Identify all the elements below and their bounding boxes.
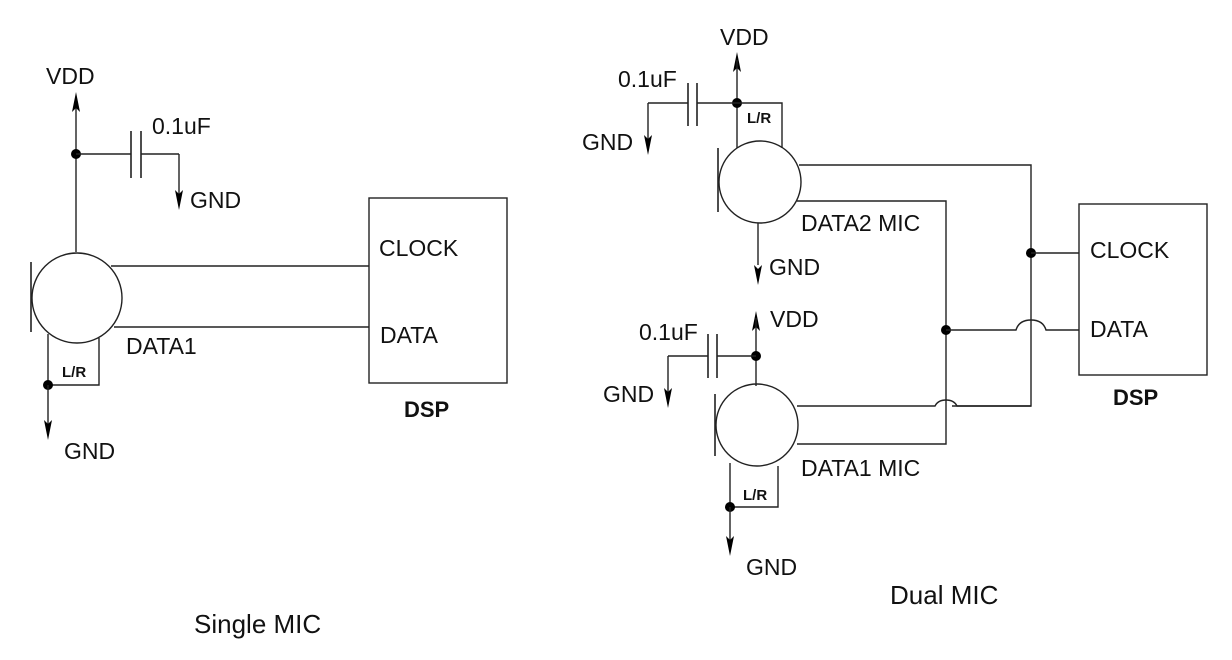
- lr-pin: [729, 463, 779, 508]
- top-gnd-label: GND: [769, 254, 820, 280]
- dsp-block: CLOCK DATA DSP: [368, 197, 508, 422]
- dsp-title: DSP: [404, 397, 449, 422]
- caption-dual-mic: Dual MIC: [890, 580, 998, 610]
- capacitor-value: 0.1uF: [152, 113, 211, 139]
- microphone-symbol: [30, 252, 123, 344]
- capacitor: [647, 83, 737, 145]
- data-bus-wire: [797, 200, 947, 445]
- dsp-block: CLOCK DATA DSP: [1078, 203, 1208, 410]
- mic-label: DATA1: [126, 333, 197, 359]
- capacitor: [667, 334, 756, 396]
- microphone-symbol: [714, 383, 799, 467]
- top-cap-value: 0.1uF: [618, 66, 677, 92]
- bottom-mic-label: DATA1 MIC: [801, 455, 920, 481]
- mic-gnd-label: GND: [64, 438, 115, 464]
- lr-pin: L/R: [47, 334, 100, 386]
- gnd-arrow-icon: [726, 536, 734, 556]
- gnd-arrow-icon: [754, 265, 762, 285]
- capacitor: [76, 131, 180, 200]
- dsp-data-wire: [946, 319, 1079, 331]
- bottom-lr-label: L/R: [743, 487, 767, 504]
- gnd-arrow-icon: [664, 388, 672, 408]
- gnd-arrow-icon: [644, 135, 652, 155]
- cap-gnd-label: GND: [190, 187, 241, 213]
- dsp-pin-data: DATA: [1090, 316, 1149, 342]
- dsp-pin-clock: CLOCK: [379, 235, 459, 261]
- bottom-clock-wire: [797, 399, 1031, 407]
- bottom-cap-gnd-label: GND: [603, 381, 654, 407]
- dsp-pin-data: DATA: [380, 322, 439, 348]
- caption-single-mic: Single MIC: [194, 609, 321, 639]
- bottom-cap-value: 0.1uF: [639, 319, 698, 345]
- vdd-arrow-icon: [72, 92, 80, 112]
- vdd-label: VDD: [46, 63, 95, 89]
- lr-label: L/R: [62, 364, 86, 381]
- lr-pin: [737, 102, 783, 148]
- microphone-symbol: [717, 140, 802, 224]
- bottom-vdd-label: VDD: [770, 306, 819, 332]
- top-mic-label: DATA2 MIC: [801, 210, 920, 236]
- gnd-arrow-icon: [44, 420, 52, 440]
- gnd-arrow-icon: [175, 190, 183, 210]
- dsp-title: DSP: [1113, 385, 1158, 410]
- top-lr-label: L/R: [747, 110, 771, 127]
- bottom-gnd-label: GND: [746, 554, 797, 580]
- dsp-pin-clock: CLOCK: [1090, 237, 1170, 263]
- dual-mic-diagram: VDD 0.1uF GND L/R DATA2 MIC: [582, 24, 1208, 610]
- top-mic-circuit: VDD 0.1uF GND L/R DATA2 MIC: [582, 24, 920, 285]
- top-cap-gnd-label: GND: [582, 129, 633, 155]
- single-mic-diagram: VDD 0.1uF GND DATA1 L/R GND: [30, 63, 508, 639]
- bottom-mic-circuit: VDD 0.1uF GND DATA1 MIC L/R: [603, 306, 920, 580]
- top-vdd-label: VDD: [720, 24, 769, 50]
